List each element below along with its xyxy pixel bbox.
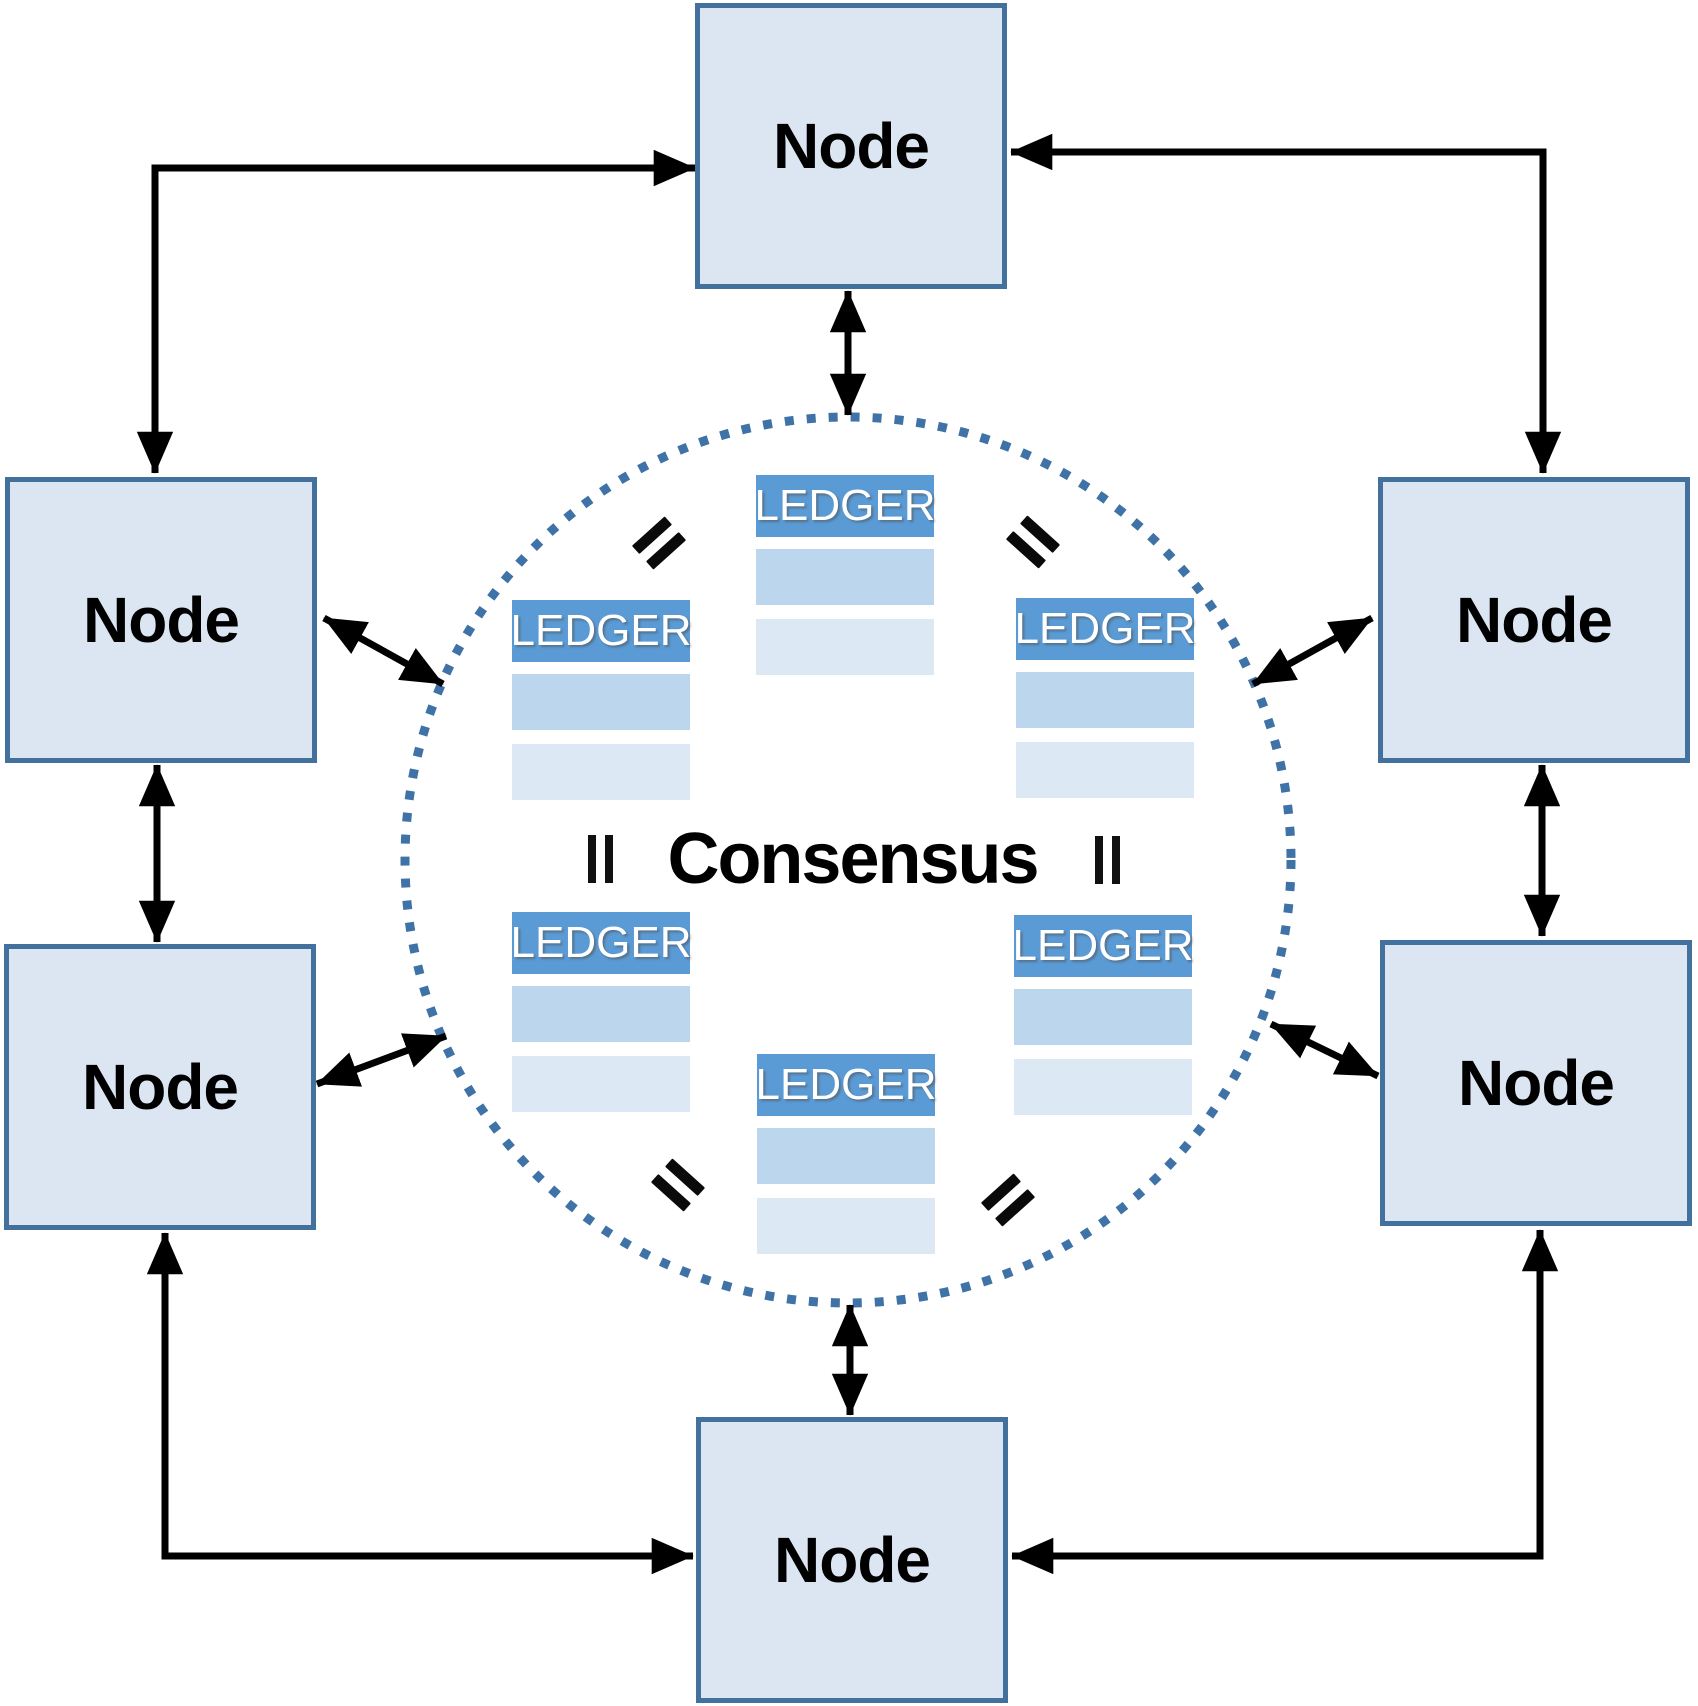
ledger-header: LEDGER (756, 1054, 936, 1116)
ledger-row (512, 744, 690, 800)
node-label: Node (83, 584, 240, 656)
equals-diagonal-lower-left-icon (650, 1158, 706, 1212)
ledger-block-upper-right: LEDGER (1015, 598, 1195, 798)
node-box-top: Node (695, 3, 1007, 289)
consensus-title: Consensus (667, 819, 1039, 899)
elbow-top-right (1010, 133, 1562, 474)
equals-vertical-right-icon (1095, 836, 1120, 884)
ledger-header: LEDGER (511, 912, 691, 974)
ledger-block-top-center: LEDGER (755, 475, 935, 675)
node-box-left-upper: Node (5, 477, 317, 763)
ledger-row (1016, 742, 1194, 798)
equals-diagonal-lower-right-icon (980, 1173, 1036, 1227)
node-label: Node (773, 110, 930, 182)
ledger-row (512, 674, 690, 730)
elbow-bottom-right (1011, 1229, 1559, 1575)
equals-vertical-left-icon (588, 835, 613, 883)
ledger-row (512, 1056, 690, 1112)
arrow-left-lower-to-circle (315, 1032, 448, 1088)
ledger-block-lower-left: LEDGER (511, 912, 691, 1112)
ledger-row (757, 1128, 935, 1184)
ledger-row (1016, 672, 1194, 728)
equals-diagonal-upper-left-icon (631, 516, 687, 570)
elbow-top-left (136, 149, 696, 474)
ledger-header: LEDGER (1013, 915, 1193, 977)
node-label: Node (82, 1051, 239, 1123)
ledger-row (1014, 1059, 1192, 1115)
arrow-left-upper-to-circle (322, 614, 445, 688)
node-label: Node (1456, 584, 1613, 656)
ledger-row (756, 619, 934, 675)
ledger-block-bottom-center: LEDGER (756, 1054, 936, 1254)
node-box-right-upper: Node (1378, 477, 1690, 763)
ledger-header: LEDGER (511, 600, 691, 662)
arrow-right-lower-to-circle (1269, 1020, 1380, 1080)
arrow-right-upper-to-circle (1251, 614, 1374, 688)
ledger-row (512, 986, 690, 1042)
ledger-row (756, 549, 934, 605)
node-box-right-lower: Node (1380, 940, 1692, 1226)
equals-diagonal-upper-right-icon (1005, 515, 1061, 569)
node-label: Node (1458, 1047, 1615, 1119)
ledger-block-upper-left: LEDGER (511, 600, 691, 800)
elbow-bottom-left (146, 1232, 694, 1575)
ledger-header: LEDGER (1015, 598, 1195, 660)
ledger-header: LEDGER (755, 475, 935, 537)
ledger-row (757, 1198, 935, 1254)
ledger-block-lower-right: LEDGER (1013, 915, 1193, 1115)
ledger-row (1014, 989, 1192, 1045)
node-box-left-lower: Node (4, 944, 316, 1230)
node-box-bottom: Node (696, 1417, 1008, 1703)
node-label: Node (774, 1524, 931, 1596)
